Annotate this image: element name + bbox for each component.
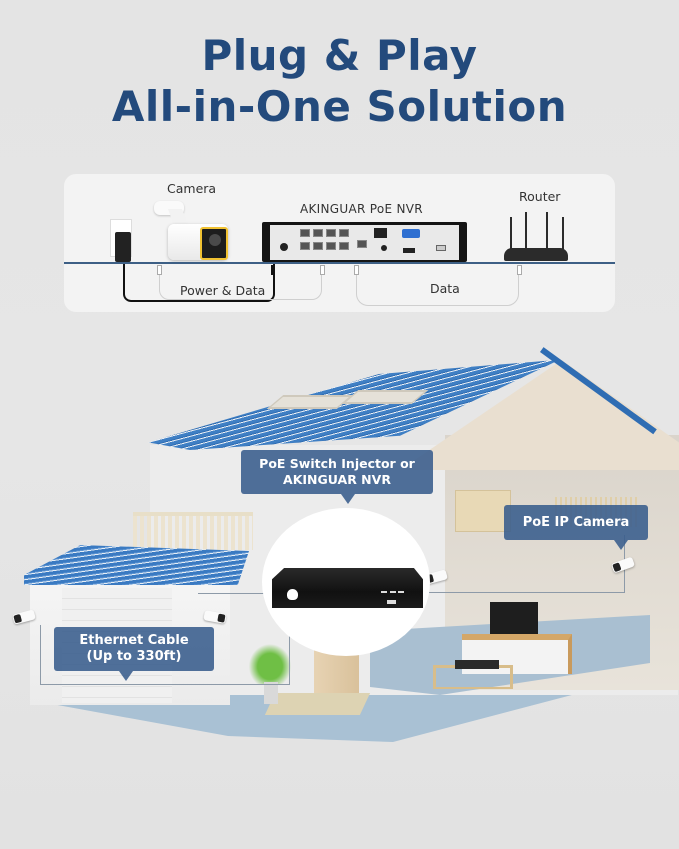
rj45-connector-icon [320, 265, 325, 275]
connection-diagram: Camera AKINGUAR PoE NVR Router [64, 174, 615, 312]
status-led-icon [381, 591, 387, 593]
status-led-icon [398, 591, 404, 593]
power-cable [123, 264, 275, 302]
title-line-2: All-in-One Solution [111, 82, 568, 131]
dresser [455, 490, 511, 532]
router-antenna [562, 217, 564, 249]
nvr-label: AKINGUAR PoE NVR [300, 202, 423, 216]
power-adapter-icon [115, 232, 131, 262]
callout-poe-ip-camera: PoE IP Camera [504, 505, 648, 550]
router-label: Router [519, 189, 561, 204]
ethernet-wire [400, 535, 625, 593]
vga-port-icon [402, 229, 420, 238]
rj45-connector-icon [157, 265, 162, 275]
dc-port-icon [280, 243, 288, 251]
garage-roof [24, 545, 249, 585]
plant-icon [245, 640, 295, 684]
router-icon [504, 248, 568, 261]
ethernet-cable-router [356, 274, 519, 306]
camera-label: Camera [167, 181, 217, 196]
plant-pot [264, 682, 278, 704]
poe-port-icon [313, 229, 323, 237]
nvr-device-icon [272, 568, 423, 608]
lan-port-icon [357, 240, 367, 248]
hdmi-port-icon [403, 248, 415, 253]
router-antenna [525, 212, 527, 248]
callout-poe-ip-camera-text: PoE IP Camera [522, 515, 630, 530]
callout-poe-switch-line2: AKINGUAR NVR [283, 472, 391, 487]
poe-port-icon [339, 229, 349, 237]
tv-stand [462, 634, 572, 674]
dc-plug-icon [271, 265, 274, 275]
poe-port-icon [313, 242, 323, 250]
balcony-railing [133, 512, 253, 550]
title-line-1: Plug & Play [201, 31, 478, 80]
ethernet-wire [40, 625, 290, 685]
power-switch-icon [374, 228, 387, 238]
callout-ethernet-line2: (Up to 330ft) [86, 649, 182, 664]
poe-port-icon [300, 242, 310, 250]
poe-port-icon [326, 229, 336, 237]
callout-poe-switch: PoE Switch Injector or AKINGUAR NVR [241, 450, 433, 504]
ethernet-wire [198, 593, 273, 594]
tv-icon [490, 602, 538, 636]
power-data-label: Power & Data [180, 283, 266, 298]
page-title: Plug & Play All-in-One Solution [0, 30, 679, 132]
usb-port-icon [436, 245, 446, 251]
callout-poe-switch-line1: PoE Switch Injector or [259, 456, 415, 471]
audio-port-icon [381, 245, 387, 251]
poe-port-icon [326, 242, 336, 250]
router-antenna [510, 217, 512, 249]
callout-ethernet-line1: Ethernet Cable [79, 633, 189, 648]
usb-port-icon [387, 600, 396, 604]
akinguar-logo-icon [287, 589, 298, 600]
poe-port-icon [300, 229, 310, 237]
rj45-connector-icon [517, 265, 522, 275]
status-led-icon [390, 591, 396, 593]
nvr-back-panel-icon [262, 222, 467, 262]
callout-ethernet-cable: Ethernet Cable (Up to 330ft) [54, 627, 214, 681]
router-antenna [546, 212, 548, 248]
rj45-connector-icon [354, 265, 359, 275]
poe-port-icon [339, 242, 349, 250]
ethernet-cable-camera [159, 274, 322, 300]
nvr-on-table-icon [455, 660, 499, 669]
door-mat [264, 693, 371, 715]
data-label: Data [430, 281, 460, 296]
camera-lens-icon [200, 227, 228, 260]
divider-line [64, 262, 615, 264]
